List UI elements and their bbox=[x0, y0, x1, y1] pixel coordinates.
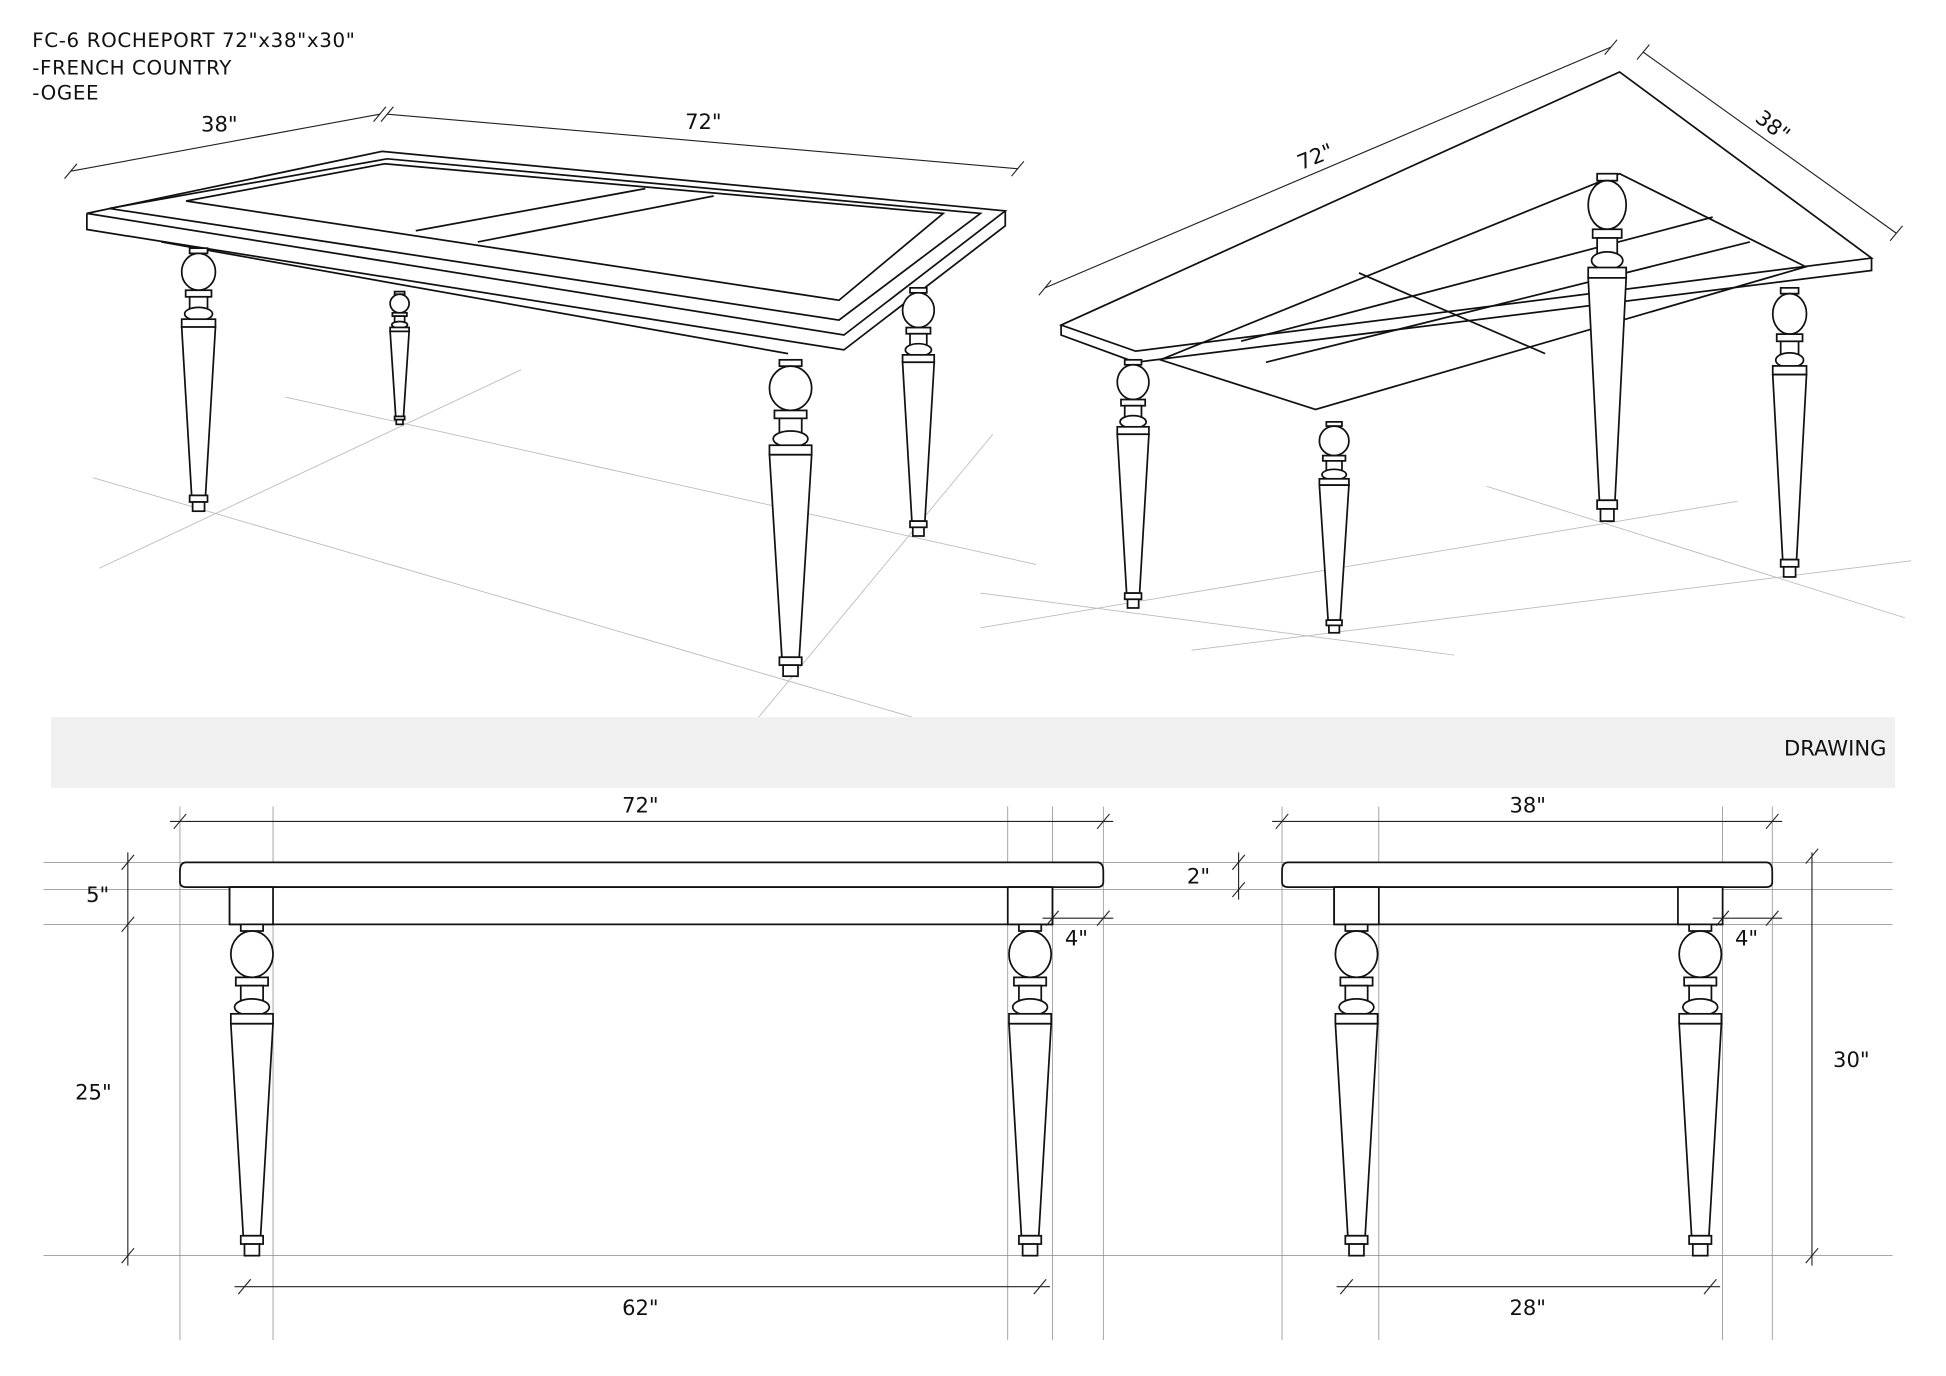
dimension-tick bbox=[1805, 1247, 1819, 1264]
side-dimensions: 38" 2" 4" 30" 28" bbox=[1187, 793, 1870, 1321]
dimension-tick bbox=[1011, 160, 1025, 177]
dimension-tick bbox=[1038, 280, 1052, 296]
turned-leg bbox=[389, 290, 411, 426]
dim-front-block: 4" bbox=[1065, 925, 1088, 950]
dimension-tick bbox=[1715, 910, 1730, 926]
perspective-table-top-view: 38" 72" bbox=[70, 109, 1018, 355]
turned-leg bbox=[229, 923, 274, 1257]
dimension-tick bbox=[1765, 910, 1779, 926]
turned-leg bbox=[1771, 286, 1808, 578]
dim-side-width: 38" bbox=[1509, 793, 1546, 818]
dimension-tick bbox=[121, 854, 135, 871]
dim-front-span: 62" bbox=[622, 1295, 659, 1320]
dim-side-span: 28" bbox=[1509, 1295, 1546, 1320]
title-model: FC-6 ROCHEPORT 72"x38"x30" bbox=[32, 29, 355, 52]
dimension-tick bbox=[1231, 854, 1246, 871]
dimension-tick bbox=[121, 916, 135, 933]
dimension-tick bbox=[380, 106, 394, 122]
title-style: -FRENCH COUNTRY bbox=[32, 56, 232, 79]
dimension-tick bbox=[1231, 881, 1246, 898]
turned-leg bbox=[1587, 172, 1628, 522]
drawing-banner: DRAWING bbox=[50, 717, 1896, 788]
front-elevation bbox=[179, 861, 1105, 926]
title-block: FC-6 ROCHEPORT 72"x38"x30" -FRENCH COUNT… bbox=[32, 29, 355, 104]
banner-label: DRAWING bbox=[1784, 736, 1886, 761]
turned-leg bbox=[901, 286, 936, 537]
persp2-length-label: 72" bbox=[1294, 138, 1337, 175]
front-dimensions: 72" 5" 25" 4" 62" bbox=[75, 793, 1114, 1320]
dimension-tick bbox=[237, 1278, 252, 1295]
persp1-length-label: 72" bbox=[685, 109, 722, 134]
turned-leg bbox=[768, 358, 813, 678]
dimension-tick bbox=[1096, 813, 1110, 830]
dim-apron-height: 5" bbox=[86, 882, 109, 907]
dimension-tick bbox=[121, 1247, 135, 1264]
turned-leg bbox=[1318, 420, 1350, 634]
turned-leg bbox=[1678, 923, 1723, 1257]
persp1-width-label: 38" bbox=[201, 112, 238, 137]
title-edge: -OGEE bbox=[32, 81, 99, 104]
dim-overall-height: 30" bbox=[1833, 1047, 1870, 1072]
dim-top-thickness: 2" bbox=[1187, 863, 1210, 888]
dimension-tick bbox=[1045, 910, 1060, 926]
table-legs bbox=[180, 172, 1808, 1257]
perspective-table-under-view: 72" 38" bbox=[1044, 46, 1897, 411]
dim-side-block: 4" bbox=[1735, 925, 1758, 950]
dimension-tick bbox=[1096, 910, 1110, 926]
dimension-tick bbox=[1805, 848, 1819, 864]
dimension-ticks bbox=[64, 39, 1903, 1295]
dim-leg-height: 25" bbox=[75, 1079, 112, 1104]
dimension-tick bbox=[1636, 44, 1650, 60]
persp2-width-label: 38" bbox=[1751, 105, 1795, 147]
turned-leg bbox=[1008, 923, 1053, 1257]
dimension-tick bbox=[373, 106, 387, 122]
dimension-tick bbox=[1765, 813, 1779, 830]
dimension-tick bbox=[64, 163, 78, 180]
turned-leg bbox=[1334, 923, 1379, 1257]
dimension-tick bbox=[1339, 1278, 1354, 1295]
side-elevation bbox=[1281, 861, 1774, 926]
dimension-tick bbox=[173, 813, 187, 830]
dimension-tick bbox=[1703, 1278, 1717, 1295]
dimension-tick bbox=[1889, 225, 1903, 242]
turned-leg bbox=[180, 247, 217, 513]
dimension-tick bbox=[1604, 39, 1618, 55]
turned-leg bbox=[1116, 358, 1150, 609]
dim-front-length: 72" bbox=[622, 793, 659, 818]
dimension-tick bbox=[1275, 813, 1289, 830]
dimension-tick bbox=[1033, 1278, 1047, 1295]
